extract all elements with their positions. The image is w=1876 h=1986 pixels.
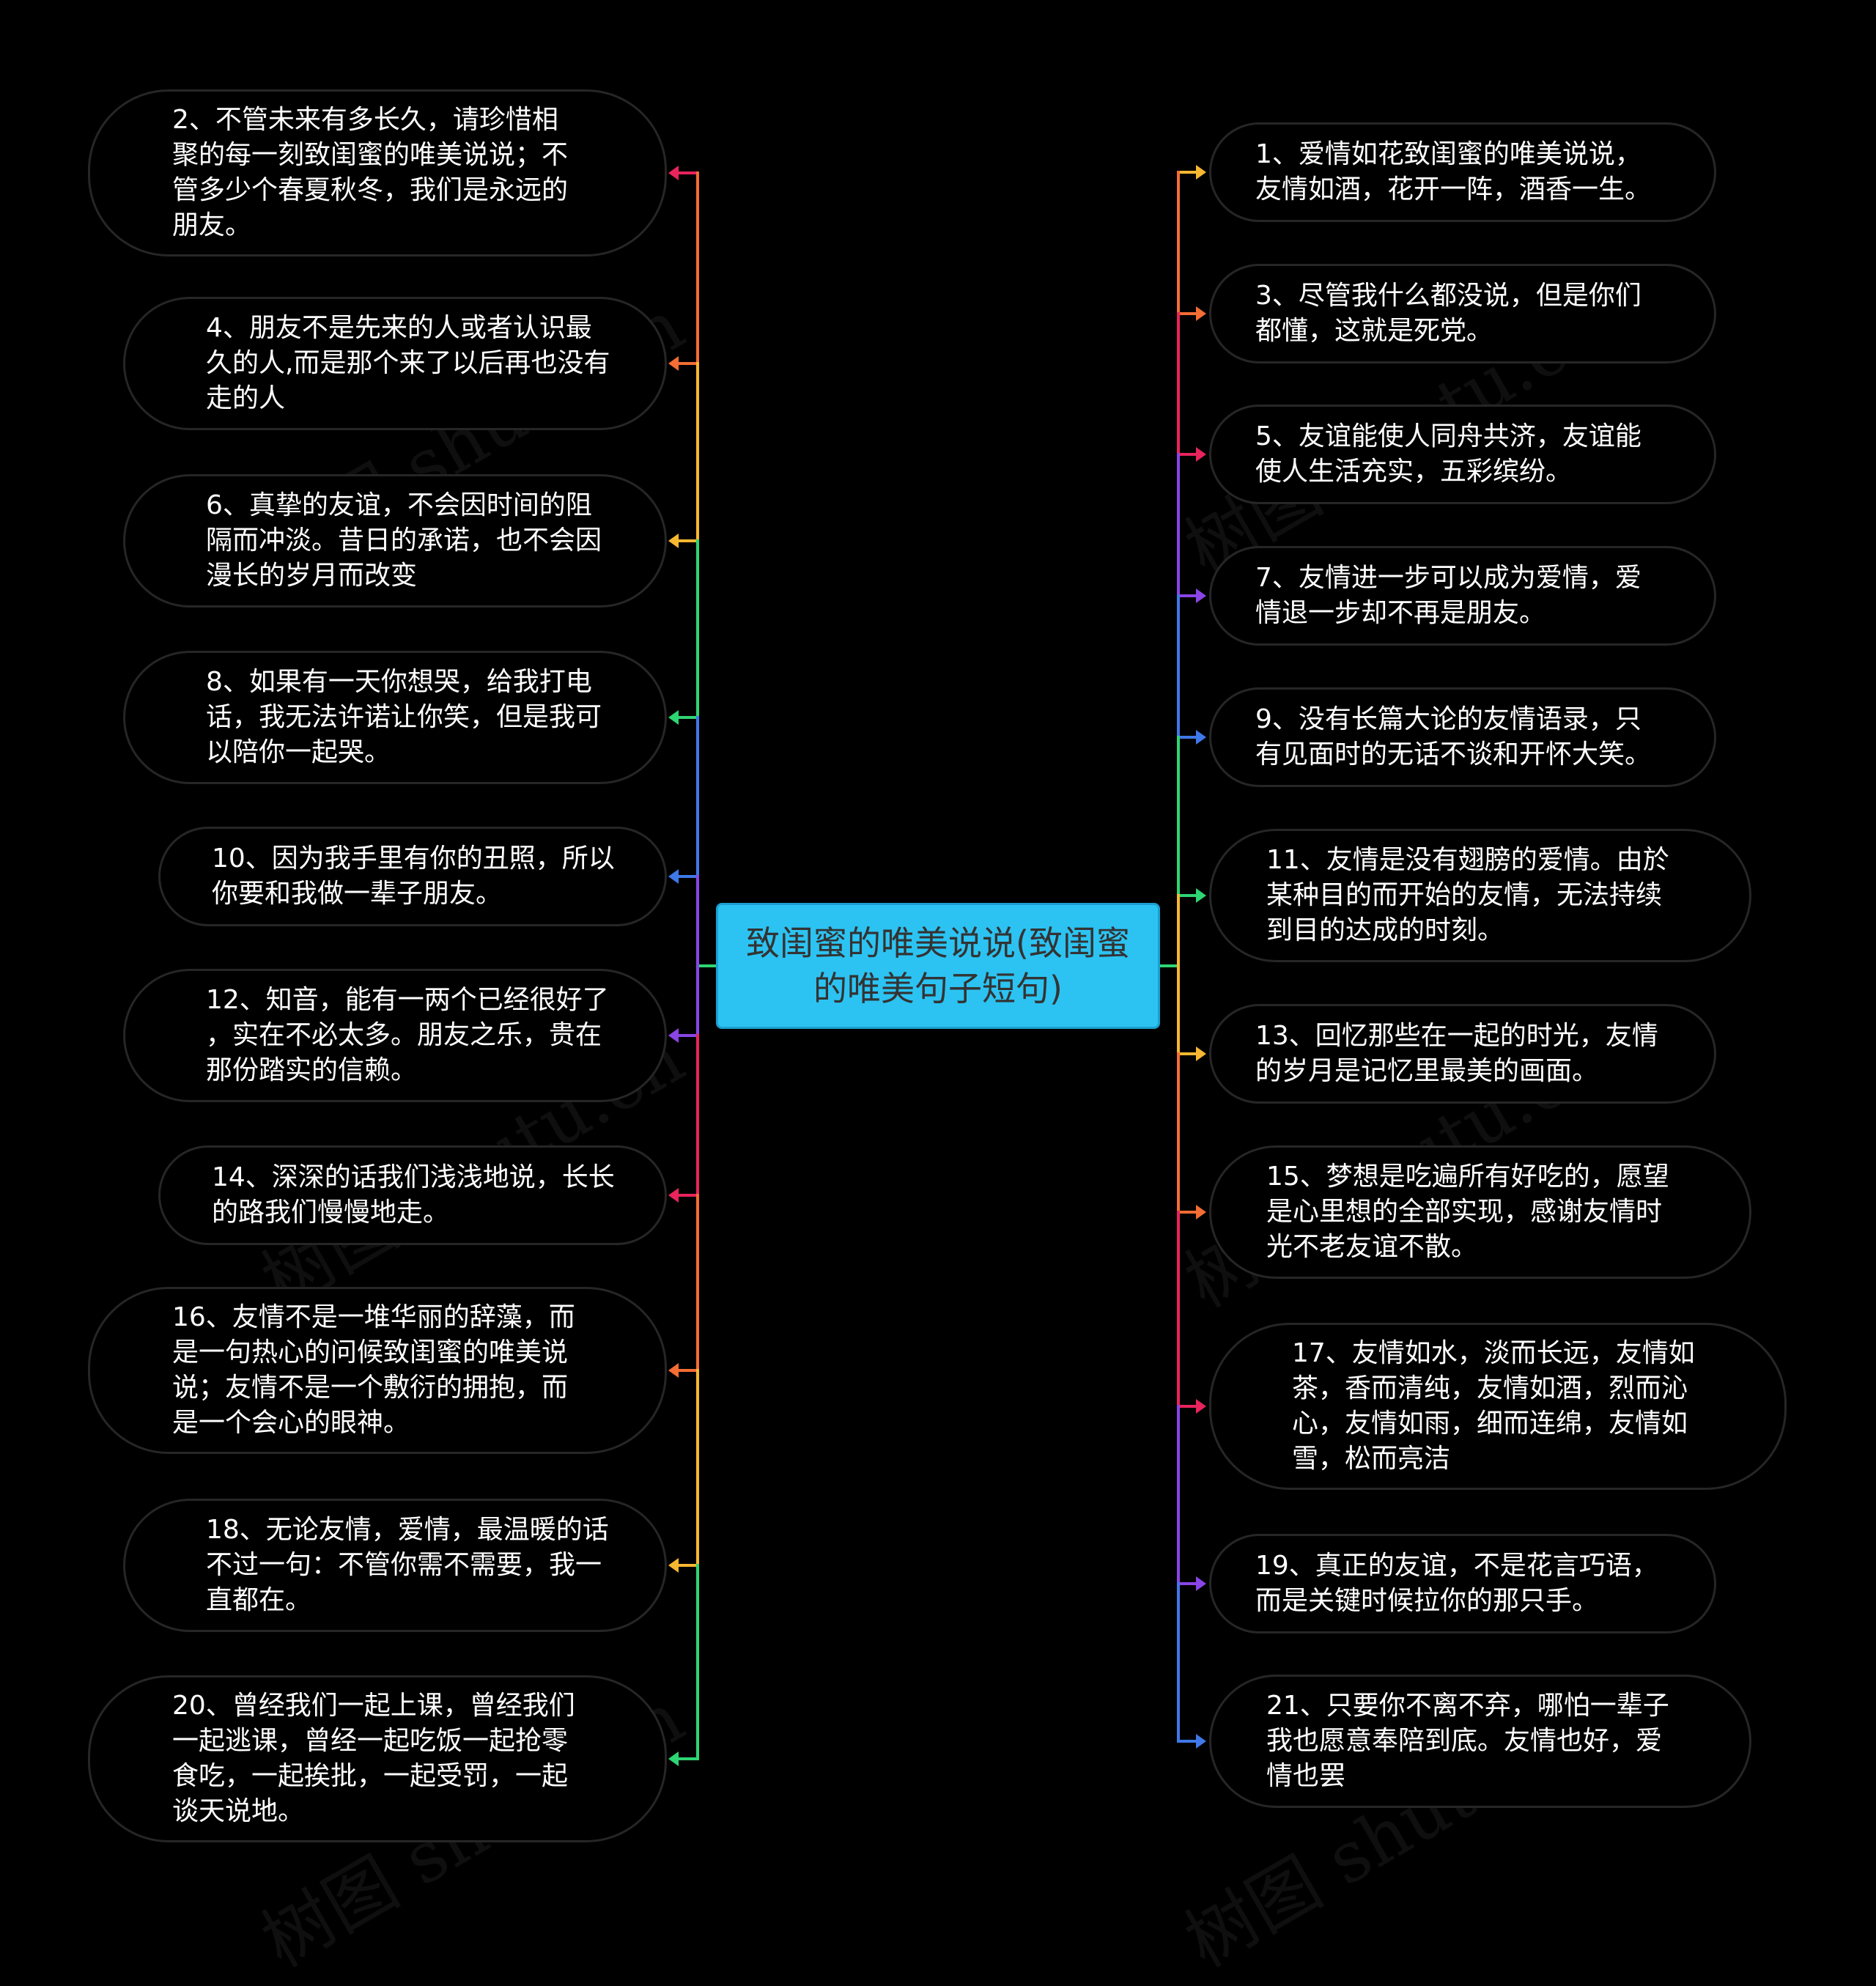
topic-node-8[interactable]: 8、如果有一天你想哭，给我打电 话，我无法许诺让你笑，但是我可 以陪你一起哭。 bbox=[123, 651, 667, 784]
connector-arrowhead bbox=[1196, 447, 1206, 462]
connector-arrowhead bbox=[668, 166, 679, 180]
topic-node-2[interactable]: 2、不管未来有多长久，请珍惜相 聚的每一刻致闺蜜的唯美说说；不 管多少个春夏秋冬… bbox=[88, 89, 667, 256]
topic-node-9[interactable]: 9、没有长篇大论的友情语录，只 有见面时的无话不谈和开怀大笑。 bbox=[1209, 687, 1716, 787]
topic-node-text: 10、因为我手里有你的丑照，所以 你要和我做一辈子朋友。 bbox=[212, 844, 615, 909]
connector-arrowhead bbox=[1196, 888, 1206, 903]
topic-node-text: 6、真挚的友谊，不会因时间的阻 隔而冲淡。昔日的承诺，也不会因 漫长的岁月而改变 bbox=[206, 490, 602, 591]
connector-arrowhead bbox=[1196, 165, 1206, 180]
topic-node-12[interactable]: 12、知音，能有一两个已经很好了 ，实在不必太多。朋友之乐，贵在 那份踏实的信赖… bbox=[123, 969, 667, 1102]
root-topic[interactable]: 致闺蜜的唯美说说(致闺蜜 的唯美句子短句) bbox=[716, 903, 1160, 1029]
topic-node-14[interactable]: 14、深深的话我们浅浅地说，长长 的路我们慢慢地走。 bbox=[158, 1145, 667, 1245]
connector-arrowhead bbox=[668, 1188, 679, 1203]
connector-arrowhead bbox=[668, 1558, 679, 1573]
connector-arrowhead bbox=[1196, 1576, 1206, 1591]
connector-arrowhead bbox=[668, 356, 679, 371]
topic-node-text: 18、无论友情，爱情，最温暖的话 不过一句：不管你需不需要，我一 直都在。 bbox=[206, 1515, 609, 1615]
connector-arrowhead bbox=[1196, 588, 1206, 603]
topic-node-text: 8、如果有一天你想哭，给我打电 话，我无法许诺让你笑，但是我可 以陪你一起哭。 bbox=[206, 667, 602, 767]
topic-node-10[interactable]: 10、因为我手里有你的丑照，所以 你要和我做一辈子朋友。 bbox=[158, 827, 667, 926]
topic-node-7[interactable]: 7、友情进一步可以成为爱情，爱 情退一步却不再是朋友。 bbox=[1209, 546, 1716, 646]
topic-node-text: 14、深深的话我们浅浅地说，长长 的路我们慢慢地走。 bbox=[212, 1162, 615, 1228]
connector-arrowhead bbox=[668, 1751, 679, 1766]
topic-node-3[interactable]: 3、尽管我什么都没说，但是你们 都懂，这就是死党。 bbox=[1209, 264, 1716, 363]
topic-node-text: 21、只要你不离不弃，哪怕一辈子 我也愿意奉陪到底。友情也好，爱 情也罢 bbox=[1266, 1691, 1669, 1791]
topic-node-text: 17、友情如水，淡而长远，友情如 茶，香而清纯，友情如酒，烈而沁 心，友情如雨，… bbox=[1292, 1338, 1695, 1474]
connector-arrowhead bbox=[1196, 1399, 1206, 1414]
connector-arrowhead bbox=[668, 869, 679, 884]
topic-node-text: 12、知音，能有一两个已经很好了 ，实在不必太多。朋友之乐，贵在 那份踏实的信赖… bbox=[206, 985, 609, 1085]
root-topic-label: 致闺蜜的唯美说说(致闺蜜 的唯美句子短句) bbox=[746, 923, 1130, 1008]
topic-node-6[interactable]: 6、真挚的友谊，不会因时间的阻 隔而冲淡。昔日的承诺，也不会因 漫长的岁月而改变 bbox=[123, 474, 667, 608]
connector-arrowhead bbox=[668, 710, 679, 725]
topic-node-18[interactable]: 18、无论友情，爱情，最温暖的话 不过一句：不管你需不需要，我一 直都在。 bbox=[123, 1499, 667, 1632]
topic-node-text: 16、友情不是一堆华丽的辞藻，而 是一句热心的问候致闺蜜的唯美说 说；友情不是一… bbox=[172, 1302, 575, 1438]
topic-node-21[interactable]: 21、只要你不离不弃，哪怕一辈子 我也愿意奉陪到底。友情也好，爱 情也罢 bbox=[1209, 1675, 1751, 1808]
topic-node-text: 4、朋友不是先来的人或者认识最 久的人,而是那个来了以后再也没有 走的人 bbox=[206, 313, 610, 413]
topic-node-4[interactable]: 4、朋友不是先来的人或者认识最 久的人,而是那个来了以后再也没有 走的人 bbox=[123, 297, 667, 430]
topic-node-text: 15、梦想是吃遍所有好吃的，愿望 是心里想的全部实现，感谢友情时 光不老友谊不散… bbox=[1266, 1162, 1669, 1262]
connector-arrowhead bbox=[1196, 306, 1206, 321]
topic-node-text: 11、友情是没有翅膀的爱情。由於 某种目的而开始的友情，无法持续 到目的达成的时… bbox=[1266, 845, 1669, 945]
topic-node-15[interactable]: 15、梦想是吃遍所有好吃的，愿望 是心里想的全部实现，感谢友情时 光不老友谊不散… bbox=[1209, 1145, 1751, 1279]
topic-node-11[interactable]: 11、友情是没有翅膀的爱情。由於 某种目的而开始的友情，无法持续 到目的达成的时… bbox=[1209, 829, 1751, 962]
connector-arrowhead bbox=[668, 1028, 679, 1043]
topic-node-text: 7、友情进一步可以成为爱情，爱 情退一步却不再是朋友。 bbox=[1255, 563, 1642, 628]
topic-node-20[interactable]: 20、曾经我们一起上课，曾经我们 一起逃课，曾经一起吃饭一起抢零 食吃，一起挨批… bbox=[88, 1675, 667, 1842]
connector-arrowhead bbox=[668, 1363, 679, 1378]
topic-node-text: 2、不管未来有多长久，请珍惜相 聚的每一刻致闺蜜的唯美说说；不 管多少个春夏秋冬… bbox=[172, 105, 569, 240]
topic-node-17[interactable]: 17、友情如水，淡而长远，友情如 茶，香而清纯，友情如酒，烈而沁 心，友情如雨，… bbox=[1209, 1323, 1787, 1490]
connector-arrowhead bbox=[1196, 730, 1206, 745]
topic-node-13[interactable]: 13、回忆那些在一起的时光，友情 的岁月是记忆里最美的画面。 bbox=[1209, 1004, 1716, 1104]
topic-node-text: 1、爱情如花致闺蜜的唯美说说， 友情如酒，花开一阵，酒香一生。 bbox=[1255, 139, 1652, 204]
topic-node-16[interactable]: 16、友情不是一堆华丽的辞藻，而 是一句热心的问候致闺蜜的唯美说 说；友情不是一… bbox=[88, 1287, 667, 1454]
topic-node-19[interactable]: 19、真正的友谊，不是花言巧语， 而是关键时候拉你的那只手。 bbox=[1209, 1534, 1716, 1634]
topic-node-5[interactable]: 5、友谊能使人同舟共济，友谊能 使人生活充实，五彩缤纷。 bbox=[1209, 405, 1716, 504]
connector-arrowhead bbox=[1196, 1046, 1206, 1061]
topic-node-text: 13、回忆那些在一起的时光，友情 的岁月是记忆里最美的画面。 bbox=[1255, 1021, 1658, 1086]
topic-node-text: 3、尽管我什么都没说，但是你们 都懂，这就是死党。 bbox=[1255, 281, 1642, 346]
connector-lines bbox=[668, 165, 1206, 1766]
topic-node-1[interactable]: 1、爱情如花致闺蜜的唯美说说， 友情如酒，花开一阵，酒香一生。 bbox=[1209, 122, 1716, 222]
topic-node-text: 5、友谊能使人同舟共济，友谊能 使人生活充实，五彩缤纷。 bbox=[1255, 421, 1642, 487]
connector-arrowhead bbox=[1196, 1734, 1206, 1749]
topic-node-text: 19、真正的友谊，不是花言巧语， 而是关键时候拉你的那只手。 bbox=[1255, 1551, 1658, 1616]
topic-node-text: 9、没有长篇大论的友情语录，只 有见面时的无话不谈和开怀大笑。 bbox=[1255, 704, 1652, 769]
connector-arrowhead bbox=[668, 534, 679, 548]
topic-node-text: 20、曾经我们一起上课，曾经我们 一起逃课，曾经一起吃饭一起抢零 食吃，一起挨批… bbox=[172, 1691, 575, 1826]
mindmap-canvas: 树图 shutu.cn 树图 shutu.cn 树图 shutu.cn 树图 s… bbox=[88, 89, 1787, 1983]
connector-arrowhead bbox=[1196, 1205, 1206, 1219]
